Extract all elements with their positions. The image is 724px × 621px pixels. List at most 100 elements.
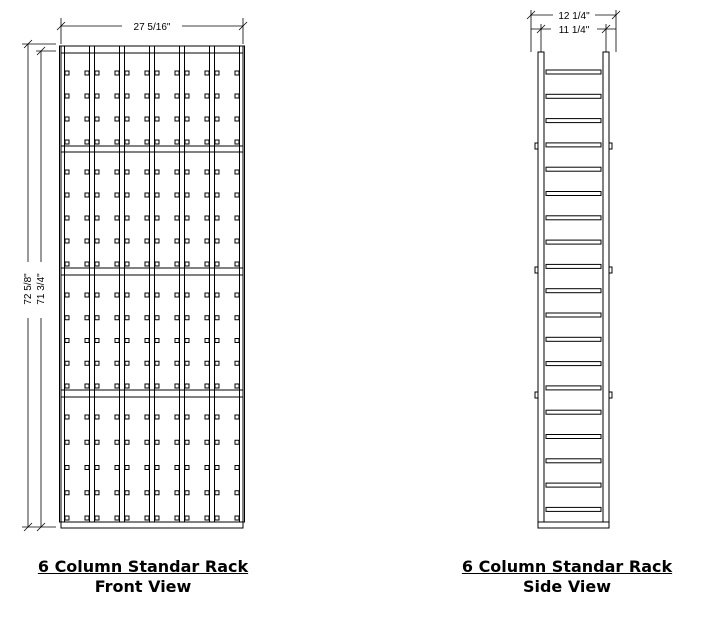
front-peg [114, 414, 120, 420]
front-upright-5 [179, 45, 185, 523]
front-peg [144, 139, 150, 145]
front-upright-1 [59, 45, 65, 523]
side-view-drawing [534, 51, 613, 529]
front-peg [214, 414, 220, 420]
front-peg [84, 465, 90, 470]
front-peg [154, 169, 160, 175]
side-slat-14 [545, 385, 602, 391]
front-cross-rail-1 [60, 45, 244, 54]
side-slat-12 [545, 336, 602, 342]
front-peg [234, 215, 240, 221]
front-peg [174, 292, 180, 298]
front-peg [124, 360, 130, 366]
front-peg [124, 338, 130, 343]
side-slat-9 [545, 263, 602, 269]
front-peg [94, 439, 100, 445]
front-width-dimension [56, 18, 248, 44]
front-peg [154, 414, 160, 420]
front-peg [174, 383, 180, 389]
front-peg [84, 93, 90, 99]
front-peg [154, 261, 160, 267]
front-peg [234, 515, 240, 521]
side-slat-16 [545, 434, 602, 439]
front-peg [144, 238, 150, 244]
front-peg [144, 414, 150, 420]
front-peg [84, 439, 90, 445]
side-clip-left-3 [534, 391, 539, 399]
front-peg [184, 383, 190, 389]
front-peg [64, 261, 70, 267]
front-peg [124, 465, 130, 470]
front-peg [234, 169, 240, 175]
front-peg [214, 139, 220, 145]
front-peg [94, 93, 100, 99]
front-peg [214, 338, 220, 343]
front-peg [174, 169, 180, 175]
side-slat-3 [545, 118, 602, 124]
front-peg [64, 338, 70, 343]
front-peg [84, 116, 90, 122]
front-peg [64, 292, 70, 298]
front-peg [94, 515, 100, 521]
front-peg [84, 139, 90, 145]
front-peg [174, 116, 180, 122]
front-peg [114, 169, 120, 175]
side-slat-17 [545, 458, 602, 464]
front-peg [144, 70, 150, 76]
front-peg [174, 215, 180, 221]
side-view-caption: 6 Column Standar Rack Side View [422, 557, 712, 597]
side-depth-outer-label: 12 1/4" [558, 11, 590, 22]
front-peg [84, 414, 90, 420]
front-peg [154, 70, 160, 76]
front-peg [204, 139, 210, 145]
front-peg [214, 192, 220, 198]
front-upright-7 [239, 45, 245, 523]
front-peg [214, 261, 220, 267]
front-peg [214, 116, 220, 122]
front-peg [204, 192, 210, 198]
front-peg [174, 414, 180, 420]
front-peg [174, 70, 180, 76]
side-left-post [537, 51, 545, 523]
front-peg [64, 215, 70, 221]
front-peg [114, 70, 120, 76]
front-peg [174, 465, 180, 470]
front-peg [204, 465, 210, 470]
front-peg [234, 383, 240, 389]
front-peg [184, 490, 190, 496]
front-peg [114, 360, 120, 366]
front-peg [114, 439, 120, 445]
rack-drawing: 27 5/16" 72 5/8" 71 3/4" 12 1/4" 11 1/4" [22, 10, 621, 532]
front-peg [234, 139, 240, 145]
front-peg [114, 465, 120, 470]
front-peg [204, 169, 210, 175]
front-peg [184, 116, 190, 122]
front-peg [124, 238, 130, 244]
front-peg [114, 238, 120, 244]
front-peg [64, 360, 70, 366]
front-peg [84, 383, 90, 389]
front-peg [124, 261, 130, 267]
front-peg [94, 414, 100, 420]
front-peg [94, 116, 100, 122]
front-peg [204, 315, 210, 321]
front-peg [64, 465, 70, 470]
side-slat-18 [545, 482, 602, 488]
front-peg [174, 439, 180, 445]
front-peg [64, 116, 70, 122]
front-peg [64, 383, 70, 389]
front-peg [64, 515, 70, 521]
front-peg [204, 292, 210, 298]
side-clip-left-2 [534, 266, 539, 274]
front-peg [184, 215, 190, 221]
front-peg [184, 238, 190, 244]
front-peg [234, 338, 240, 343]
front-peg [64, 238, 70, 244]
front-peg [154, 139, 160, 145]
front-peg [174, 139, 180, 145]
front-peg [204, 490, 210, 496]
front-peg [234, 70, 240, 76]
front-peg [144, 439, 150, 445]
front-peg [84, 292, 90, 298]
front-peg [174, 338, 180, 343]
